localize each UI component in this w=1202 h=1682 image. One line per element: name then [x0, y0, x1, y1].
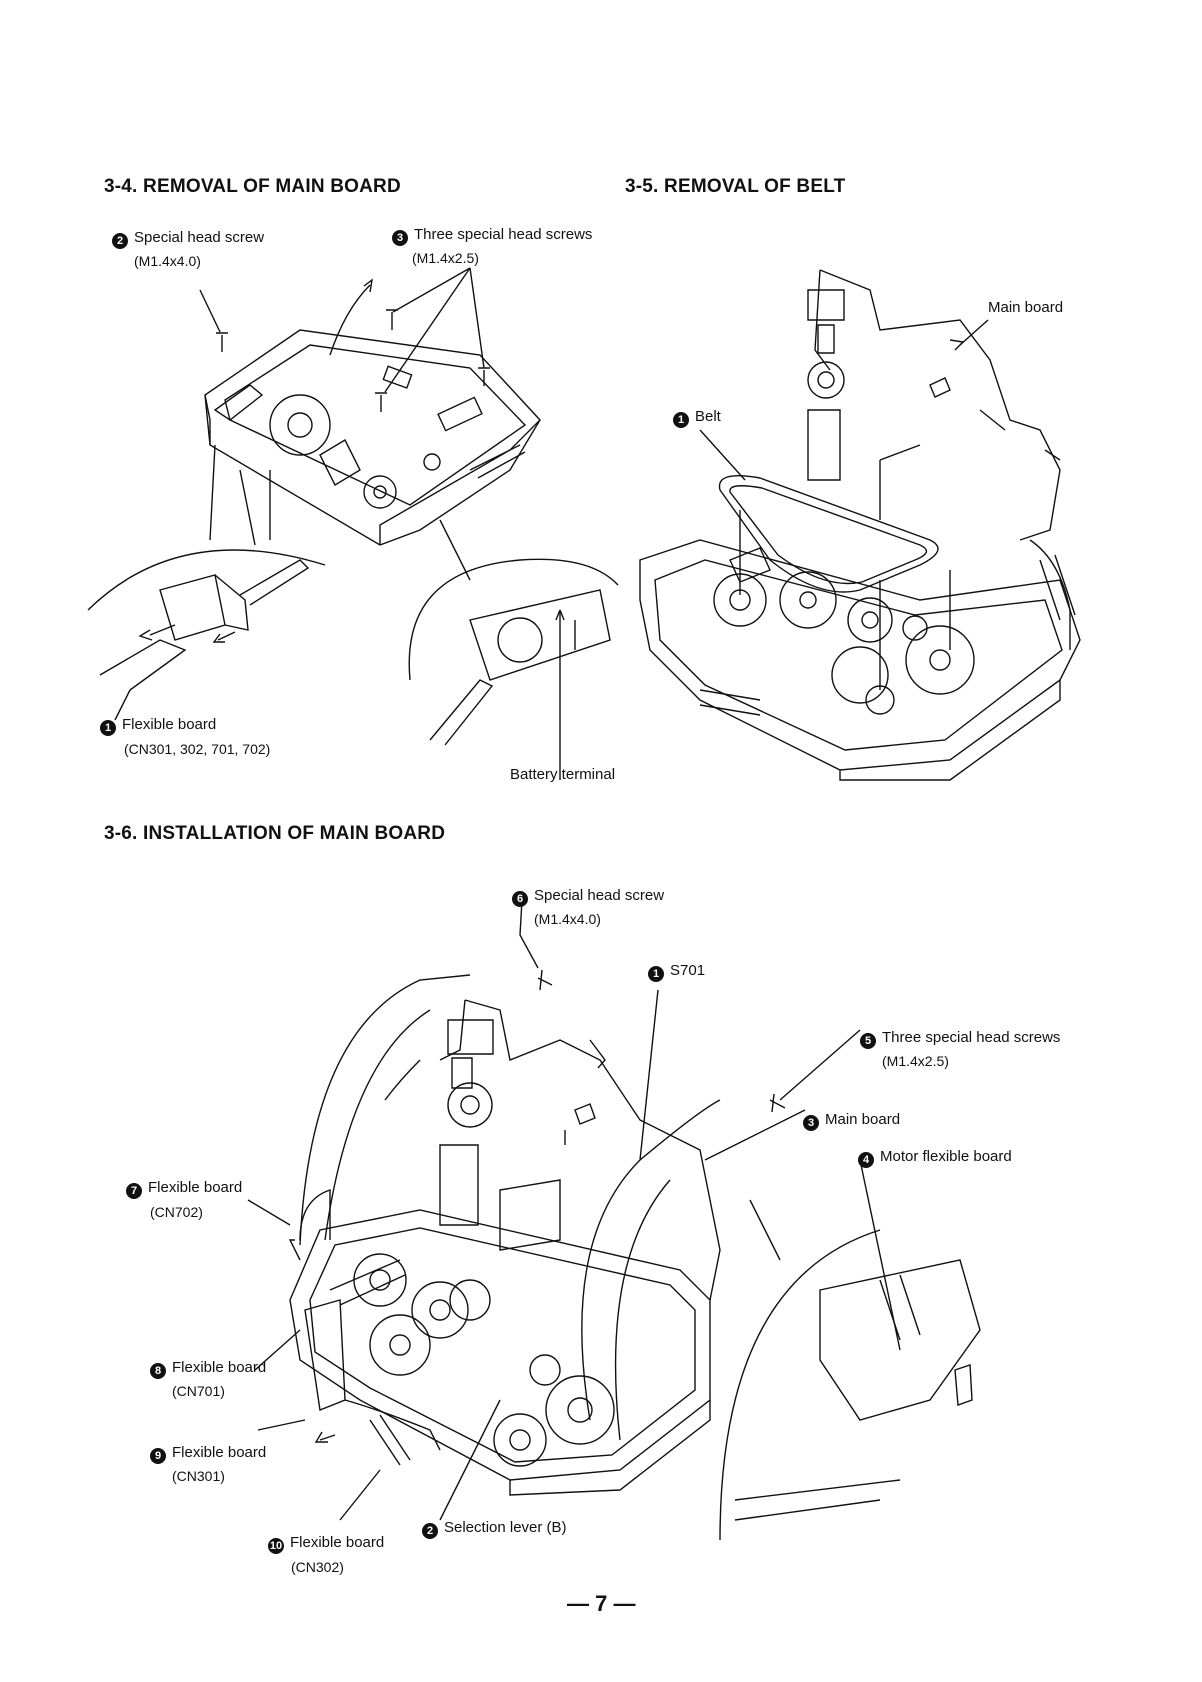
callout-number-badge: 3 [392, 230, 408, 246]
callout-flexible-board-cn702: 7 Flexible board [126, 1180, 242, 1199]
callout-label: Special head screw [534, 887, 665, 904]
callout-battery-terminal: Battery terminal [510, 766, 616, 783]
callout-number-badge: 3 [803, 1115, 819, 1131]
section-heading-3-6: 3-6. INSTALLATION OF MAIN BOARD [104, 823, 446, 844]
callout-belt: 1 Belt [673, 409, 721, 428]
callout-label: Flexible board [122, 716, 217, 733]
callout-label: Belt [695, 408, 721, 425]
callout-connector: (CN701) [172, 1383, 225, 1399]
callout-flexible-board: 1 Flexible board [100, 717, 216, 736]
callout-flexible-board-cn302: 10 Flexible board [268, 1535, 384, 1554]
callout-special-head-screw: 6 Special head screw [512, 888, 664, 907]
callout-number-badge: 2 [422, 1523, 438, 1539]
callout-flexible-board-cn701: 8 Flexible board [150, 1360, 266, 1379]
callout-special-head-screw: 2 Special head screw [112, 230, 264, 249]
callout-screw-size: (M1.4x2.5) [412, 250, 479, 266]
callout-selection-lever-b: 2 Selection lever (B) [422, 1520, 567, 1539]
callout-label: S701 [670, 962, 706, 979]
callout-number-badge: 6 [512, 891, 528, 907]
callout-number-badge: 1 [100, 720, 116, 736]
callout-label: Flexible board [172, 1444, 267, 1461]
callout-flexible-board-cn301: 9 Flexible board [150, 1445, 266, 1464]
callout-main-board: 3 Main board [803, 1112, 900, 1131]
callout-connector: (CN301) [172, 1468, 225, 1484]
callout-label: Selection lever (B) [444, 1519, 567, 1536]
callout-label: Three special head screws [414, 226, 593, 243]
callout-connector-list: (CN301, 302, 701, 702) [124, 741, 271, 757]
callout-number-badge: 2 [112, 233, 128, 249]
callout-number-badge: 7 [126, 1183, 142, 1199]
callout-label: Flexible board [148, 1179, 243, 1196]
callout-three-special-head-screws: 3 Three special head screws [392, 227, 592, 246]
callout-screw-size: (M1.4x4.0) [534, 911, 601, 927]
callout-label: Three special head screws [882, 1029, 1061, 1046]
callout-number-badge: 1 [673, 412, 689, 428]
callout-three-special-head-screws: 5 Three special head screws [860, 1030, 1060, 1049]
page-number: — 7 — [567, 1591, 636, 1616]
callout-label: Flexible board [172, 1359, 267, 1376]
callout-label: Special head screw [134, 229, 265, 246]
callout-screw-size: (M1.4x4.0) [134, 253, 201, 269]
callout-connector: (CN702) [150, 1204, 203, 1220]
callout-connector: (CN302) [291, 1559, 344, 1575]
callout-number-badge: 9 [150, 1448, 166, 1464]
callout-number-badge: 4 [858, 1152, 874, 1168]
callout-motor-flexible-board: 4 Motor flexible board [858, 1149, 1012, 1168]
callout-number-badge: 5 [860, 1033, 876, 1049]
callout-number-badge: 8 [150, 1363, 166, 1379]
callout-label: Flexible board [290, 1534, 385, 1551]
callout-number-badge: 1 [648, 966, 664, 982]
callout-number-badge: 10 [268, 1538, 284, 1554]
callout-main-board: Main board [988, 299, 1064, 316]
callout-label: Motor flexible board [880, 1148, 1012, 1165]
callout-screw-size: (M1.4x2.5) [882, 1053, 949, 1069]
callout-s701: 1 S701 [648, 963, 705, 982]
callout-label: Main board [825, 1111, 901, 1128]
section-heading-3-5: 3-5. REMOVAL OF BELT [625, 176, 846, 197]
section-heading-3-4: 3-4. REMOVAL OF MAIN BOARD [104, 176, 401, 197]
